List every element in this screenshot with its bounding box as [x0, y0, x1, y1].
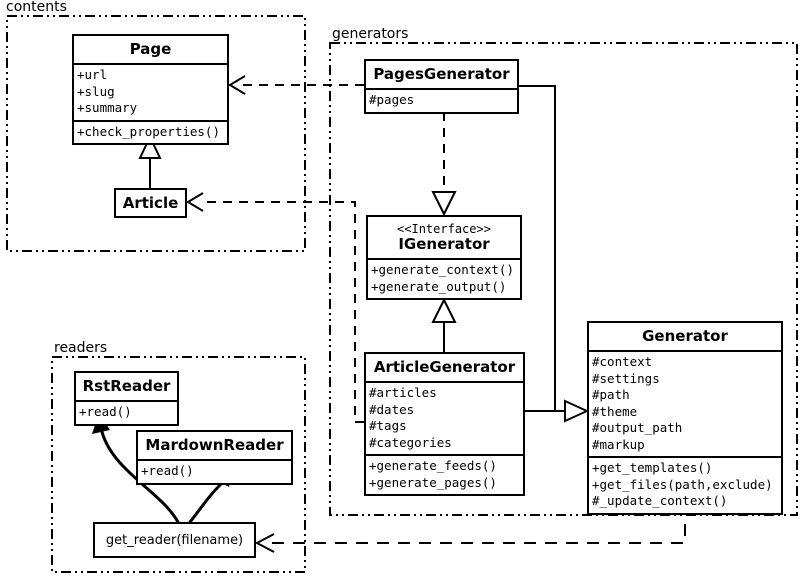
- class-operations-igenerator: +generate_context() +generate_output(): [368, 260, 520, 298]
- class-attributes-generator: #context #settings #path #theme #output_…: [589, 352, 781, 458]
- relation-generator-to-getreader: [254, 503, 686, 553]
- attribute-item: #tags: [369, 418, 407, 433]
- class-stereotype-igenerator: <<Interface>>: [397, 222, 491, 236]
- operation-item: +read(): [79, 404, 132, 419]
- class-attributes-pagesgenerator: #pages: [366, 90, 517, 112]
- class-box-article[interactable]: Article: [114, 188, 187, 218]
- class-box-page[interactable]: Page +url +slug +summary +check_properti…: [72, 34, 229, 145]
- class-title-articlegenerator: ArticleGenerator: [366, 354, 523, 383]
- class-title-igenerator: <<Interface>> IGenerator: [368, 217, 520, 260]
- class-title-mardownreader: MardownReader: [138, 432, 291, 461]
- operation-item: +read(): [141, 463, 194, 478]
- attribute-item: #categories: [369, 434, 452, 450]
- operation-item: +get_templates(): [592, 460, 713, 475]
- package-label-contents: contents: [4, 0, 69, 15]
- class-box-mardownreader[interactable]: MardownReader +read(): [136, 430, 293, 485]
- class-box-articlegenerator[interactable]: ArticleGenerator #articles #dates #tags …: [364, 352, 525, 496]
- operation-item: +generate_pages(): [369, 474, 497, 490]
- attribute-item: +url: [77, 67, 108, 82]
- relation-articlegenerator-to-article: [186, 192, 364, 423]
- class-box-rstreader[interactable]: RstReader +read(): [74, 371, 179, 426]
- attribute-item: +summary: [77, 100, 138, 115]
- class-title-rstreader: RstReader: [76, 373, 177, 402]
- attribute-item: #pages: [369, 92, 415, 107]
- operation-item: +generate_output(): [371, 278, 507, 294]
- class-operations-mardownreader: +read(): [138, 461, 291, 483]
- class-box-igenerator[interactable]: <<Interface>> IGenerator +generate_conte…: [366, 215, 522, 300]
- operation-item: +generate_feeds(): [369, 458, 497, 473]
- attribute-item: #dates: [369, 401, 415, 417]
- class-title-page: Page: [74, 36, 227, 65]
- class-attributes-articlegenerator: #articles #dates #tags #categories: [366, 383, 523, 456]
- relation-articlegenerator-to-igenerator: [431, 297, 457, 352]
- attribute-item: #settings: [592, 370, 660, 386]
- operation-item: +get_files(path,exclude): [592, 476, 773, 492]
- class-attributes-page: +url +slug +summary: [74, 65, 227, 122]
- relation-pagesgenerator-to-page: [228, 75, 364, 95]
- attribute-item: #articles: [369, 385, 437, 400]
- class-operations-generator: +get_templates() +get_files(path,exclude…: [589, 458, 781, 513]
- class-operations-rstreader: +read(): [76, 402, 177, 424]
- package-label-generators: generators: [330, 26, 411, 42]
- operation-item: #_update_context(): [592, 493, 728, 508]
- operation-item: +check_properties(): [77, 123, 220, 139]
- attribute-item: +slug: [77, 83, 115, 99]
- class-box-pagesgenerator[interactable]: PagesGenerator #pages: [364, 59, 519, 114]
- class-name-igenerator: IGenerator: [398, 235, 490, 253]
- operation-item: +generate_context(): [371, 262, 514, 277]
- package-frame-contents: [6, 15, 306, 252]
- attribute-item: #output_path: [592, 420, 683, 435]
- class-operations-articlegenerator: +generate_feeds() +generate_pages(): [366, 456, 523, 494]
- attribute-item: #path: [592, 387, 630, 402]
- class-box-generator[interactable]: Generator #context #settings #path #them…: [587, 321, 783, 515]
- package-frame-generators: [329, 42, 798, 516]
- class-title-pagesgenerator: PagesGenerator: [366, 61, 517, 90]
- relation-article-to-page: [138, 134, 162, 188]
- function-box-get-reader[interactable]: get_reader(filename): [93, 522, 256, 558]
- attribute-item: #markup: [592, 436, 645, 452]
- relation-pagesgenerator-to-igenerator: [431, 112, 457, 217]
- class-title-generator: Generator: [589, 323, 781, 352]
- attribute-item: #context: [592, 354, 653, 369]
- function-label-get-reader: get_reader(filename): [105, 532, 244, 548]
- package-label-readers: readers: [52, 340, 110, 356]
- attribute-item: #theme: [592, 403, 638, 419]
- class-title-article: Article: [122, 193, 179, 212]
- class-operations-page: +check_properties(): [74, 122, 227, 144]
